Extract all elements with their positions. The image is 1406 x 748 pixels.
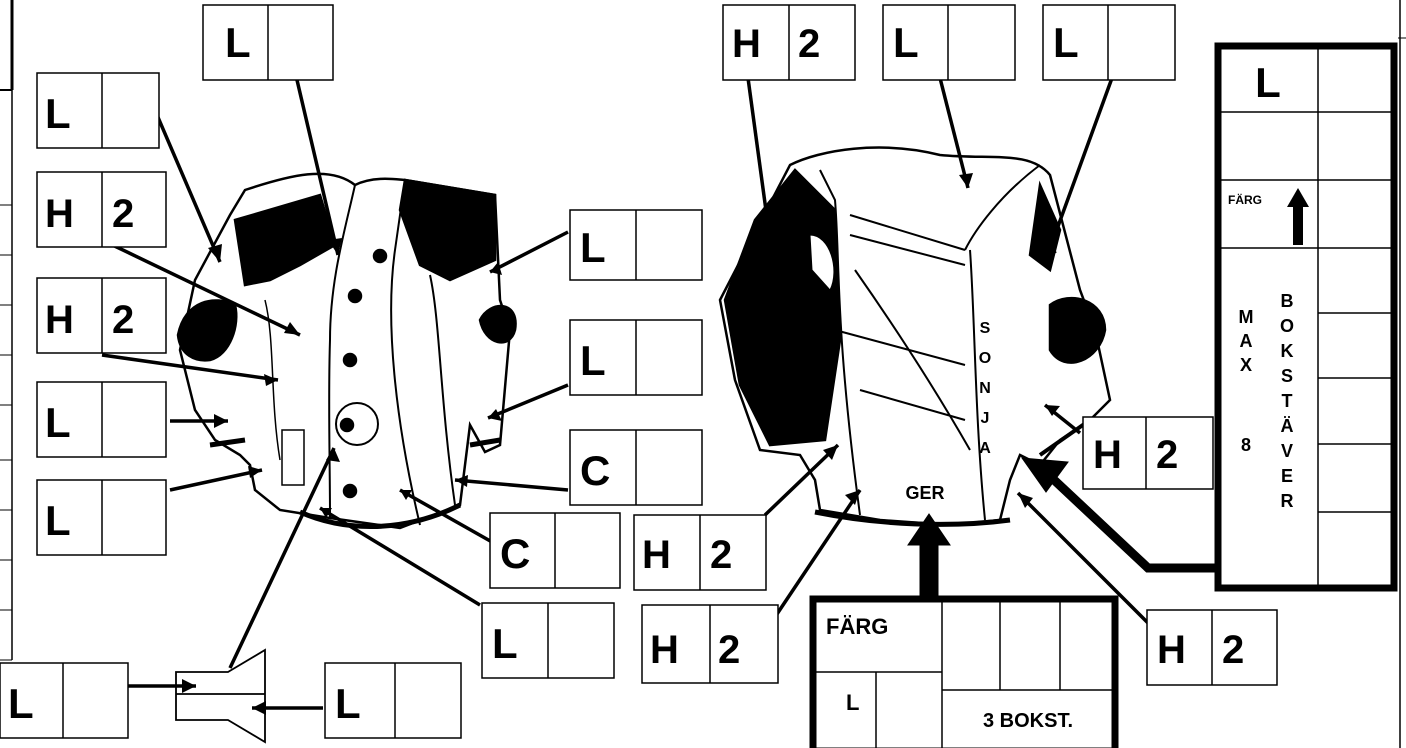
box-back-left-sleeve-value: 2 [798,22,820,66]
front-button-2 [349,290,361,302]
bokst-letter-8: R [1281,491,1294,511]
box-front-right-sleeve-code: L [580,224,606,271]
box-front-buttons-code: C [500,530,530,577]
box-front-left-cuff-code: L [45,399,71,446]
jacket-country-text: GER [905,483,944,503]
max-letter-1: A [1240,331,1253,351]
box-back-right-shoulder-code: L [1053,19,1079,66]
bokst-letter-7: E [1281,466,1293,486]
bokst-letter-5: Ä [1281,416,1294,436]
max-number: 8 [1241,435,1251,455]
front-pocket [282,430,304,485]
front-button-5 [344,485,356,497]
country-panel-farg: FÄRG [826,614,888,639]
country-panel-arrow-shaft [920,540,938,600]
box-button-left-code: L [8,680,34,727]
button-detail-shape [176,650,265,742]
box-back-lower-left-value: 2 [710,533,732,577]
box-front-collar-code: L [225,19,251,66]
box-back-right-elbow[interactable]: H 2 [1083,417,1213,489]
box-front-pocket[interactable]: L [37,480,166,555]
box-back-lower-left[interactable]: H 2 [634,515,766,590]
box-back-lower-left-code: H [642,533,671,577]
bokst-letter-1: O [1280,316,1294,336]
box-front-chest-value: 2 [112,192,134,236]
name-panel: L FÄRG M A X 8 B O K S T Ä V E R [1218,46,1394,588]
box-back-hem-left-value: 2 [718,628,740,672]
box-front-waist-code: H [45,298,74,342]
box-front-pocket-code: L [45,497,71,544]
box-back-right-elbow-value: 2 [1156,433,1178,477]
bokst-letter-6: V [1281,441,1293,461]
box-front-waist-h2[interactable]: H 2 [37,278,166,353]
jacket-name-letter-4: A [979,440,991,457]
bokst-letter-0: B [1281,291,1294,311]
jacket-name-letter-3: J [981,410,990,427]
box-front-right-sleeve[interactable]: L [570,210,702,280]
box-button-right[interactable]: L [325,663,461,738]
box-front-buttons-c[interactable]: C [490,513,620,588]
box-back-left-sleeve-code: H [732,22,761,66]
box-front-collar[interactable]: L [203,5,333,80]
front-button-3 [344,354,356,366]
name-panel-up-arrow-shaft [1293,205,1303,245]
front-button-4 [341,419,353,431]
box-back-hem-left[interactable]: H 2 [642,605,778,683]
button-detail [176,650,265,742]
box-front-right-panel-code: C [580,447,610,494]
bokst-letter-3: S [1281,366,1293,386]
bokst-letter-4: T [1282,391,1293,411]
name-panel-farg: FÄRG [1228,192,1262,207]
jacket-name-letter-1: O [979,350,991,367]
box-back-yoke[interactable]: L [883,5,1015,80]
jacket-name-letter-0: S [980,320,991,337]
box-back-hem-left-code: H [650,628,679,672]
box-front-left-cuff[interactable]: L [37,382,166,457]
box-front-right-elbow-code: L [580,337,606,384]
box-back-stripe-right[interactable]: H 2 [1147,610,1277,685]
box-back-yoke-code: L [893,19,919,66]
front-jacket [178,174,516,528]
jacket-name-letter-2: N [979,380,991,397]
front-button-1 [374,250,386,262]
box-back-right-shoulder[interactable]: L [1043,5,1175,80]
box-back-stripe-right-value: 2 [1222,628,1244,672]
max-letter-0: M [1239,307,1254,327]
name-panel-code: L [1255,59,1281,106]
box-front-chest-code: H [45,192,74,236]
bokst-letter-2: K [1281,341,1294,361]
box-front-right-panel-c[interactable]: C [570,430,702,505]
box-front-shoulder-code: L [45,90,71,137]
box-button-left[interactable]: L [0,663,128,738]
box-back-stripe-right-code: H [1157,628,1186,672]
box-back-right-elbow-code: H [1093,433,1122,477]
box-front-right-elbow[interactable]: L [570,320,702,395]
max-letter-2: X [1240,355,1252,375]
country-panel: FÄRG L 3 BOKST. [813,599,1115,748]
box-back-left-sleeve[interactable]: H 2 [723,5,855,80]
box-front-shoulder[interactable]: L [37,73,159,148]
box-front-hem-code: L [492,620,518,667]
name-panel-arrow-shaft [1052,478,1218,568]
box-front-hem[interactable]: L [482,603,614,678]
box-front-waist-value: 2 [112,298,134,342]
box-button-right-code: L [335,680,361,727]
box-front-chest-h2[interactable]: H 2 [37,172,166,247]
country-panel-label: 3 BOKST. [983,710,1073,732]
country-panel-code: L [846,690,859,715]
